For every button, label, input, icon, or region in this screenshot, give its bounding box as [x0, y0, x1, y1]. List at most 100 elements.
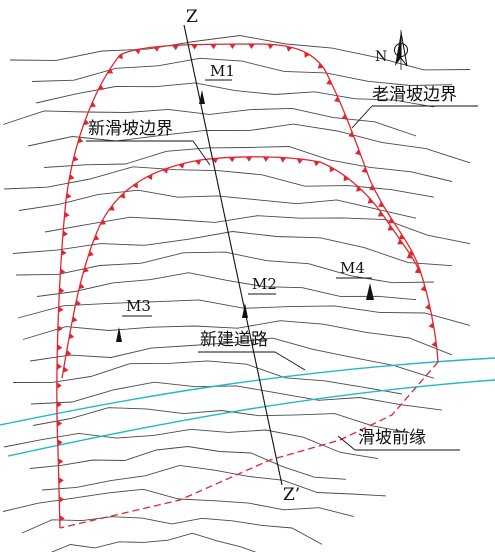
boundary-tick — [377, 211, 384, 217]
contour-line — [22, 320, 453, 356]
new-road — [0, 357, 495, 457]
boundary-tick — [162, 167, 169, 174]
road-edge-upper — [0, 357, 495, 426]
boundary-tick — [57, 325, 63, 332]
boundary-tick — [58, 306, 64, 313]
boundary-tick — [367, 197, 374, 204]
boundary-tick — [378, 201, 385, 207]
monitor-m1-label: M1 — [210, 62, 235, 80]
boundary-tick — [83, 266, 89, 273]
old-boundary-label: 老滑坡边界 — [372, 85, 457, 105]
boundary-tick — [178, 163, 185, 169]
contour-line — [41, 464, 387, 497]
boundary-tick — [60, 268, 66, 275]
boundary-tick — [431, 341, 437, 348]
boundary-tick — [146, 174, 153, 180]
boundary-tick — [210, 44, 217, 50]
contour-line — [32, 407, 411, 434]
boundary-tick — [57, 344, 63, 351]
contour-line — [27, 123, 471, 164]
contour-line — [21, 516, 323, 545]
boundary-tick — [59, 496, 65, 503]
new-road-annotation: 新建道路 — [198, 330, 306, 371]
contour-line — [29, 337, 435, 379]
boundary-tick — [68, 333, 75, 340]
boundary-tick — [356, 186, 362, 192]
boundary-tick — [361, 167, 368, 173]
old-boundary-annotation: 老滑坡边界 — [351, 85, 478, 129]
boundary-tick — [228, 157, 236, 163]
boundary-tick — [100, 219, 106, 225]
road-edge-lower — [7, 379, 495, 457]
boundary-tick — [62, 230, 68, 237]
boundary-tick — [62, 366, 69, 373]
north-arrow-icon — [394, 30, 408, 70]
boundary-tick — [425, 303, 431, 310]
boundary-tick — [98, 84, 104, 91]
boundary-tick — [369, 184, 375, 191]
contour-line — [2, 107, 417, 137]
boundary-tick — [341, 113, 348, 120]
boundary-tick — [195, 159, 202, 166]
monitor-m2-icon — [242, 303, 248, 318]
z-top-label: Z — [186, 7, 198, 27]
boundary-tick — [66, 192, 72, 199]
boundary-tick — [58, 477, 64, 484]
monitor-m4-icon — [366, 283, 374, 300]
boundary-tick — [90, 101, 96, 108]
boundary-tick — [398, 233, 405, 240]
boundary-tick — [108, 205, 115, 211]
contour-line — [3, 428, 379, 460]
boundary-tick — [56, 401, 62, 408]
boundary-tick — [119, 192, 126, 199]
boundary-tick — [75, 299, 81, 306]
contour-line — [30, 381, 443, 411]
boundary-tick — [59, 287, 65, 294]
boundary-tick — [88, 250, 94, 257]
boundary-tick — [78, 283, 85, 290]
contour-line — [43, 146, 453, 182]
new-landslide-boundary — [61, 156, 421, 379]
boundary-tick — [83, 119, 90, 126]
monitor-point-m4: M4 — [336, 259, 374, 300]
boundary-tick — [406, 253, 413, 259]
contour-line — [36, 272, 417, 301]
front-edge-annotation: 滑坡前缘 — [337, 428, 460, 451]
boundary-tick — [397, 238, 404, 245]
new-boundary-label: 新滑坡边界 — [88, 119, 173, 139]
monitor-point-m2: M2 — [242, 275, 277, 318]
boundary-tick — [72, 155, 79, 162]
boundary-tick — [77, 137, 84, 144]
boundary-tick — [211, 158, 219, 164]
boundary-tick — [313, 160, 320, 167]
contour-line — [12, 231, 453, 267]
boundary-tick — [117, 53, 123, 60]
boundary-tick — [355, 149, 361, 156]
boundary-tick — [65, 349, 72, 356]
boundary-tick — [61, 249, 67, 256]
boundary-tick — [153, 46, 160, 52]
boundary-tick — [296, 158, 304, 164]
boundary-tick — [132, 182, 138, 189]
boundary-tick — [64, 211, 70, 218]
boundary-tick — [172, 45, 179, 51]
boundary-tick — [414, 267, 421, 274]
contour-line — [44, 215, 471, 245]
contour-line — [29, 446, 347, 480]
boundary-tick — [334, 96, 340, 103]
boundary-ticks — [56, 44, 437, 522]
old-boundary-dashed — [59, 361, 439, 529]
old-landslide-boundary — [56, 43, 439, 529]
monitor-m3-icon — [116, 327, 122, 342]
new-boundary-annotation: 新滑坡边界 — [86, 119, 211, 166]
boundary-tick — [69, 174, 75, 181]
boundary-tick — [229, 44, 236, 49]
boundary-tick — [248, 44, 255, 49]
boundary-tick — [134, 48, 141, 55]
north-label: N — [375, 49, 387, 65]
boundary-tick — [57, 439, 63, 446]
contour-line — [3, 166, 435, 198]
boundary-tick — [59, 515, 65, 522]
